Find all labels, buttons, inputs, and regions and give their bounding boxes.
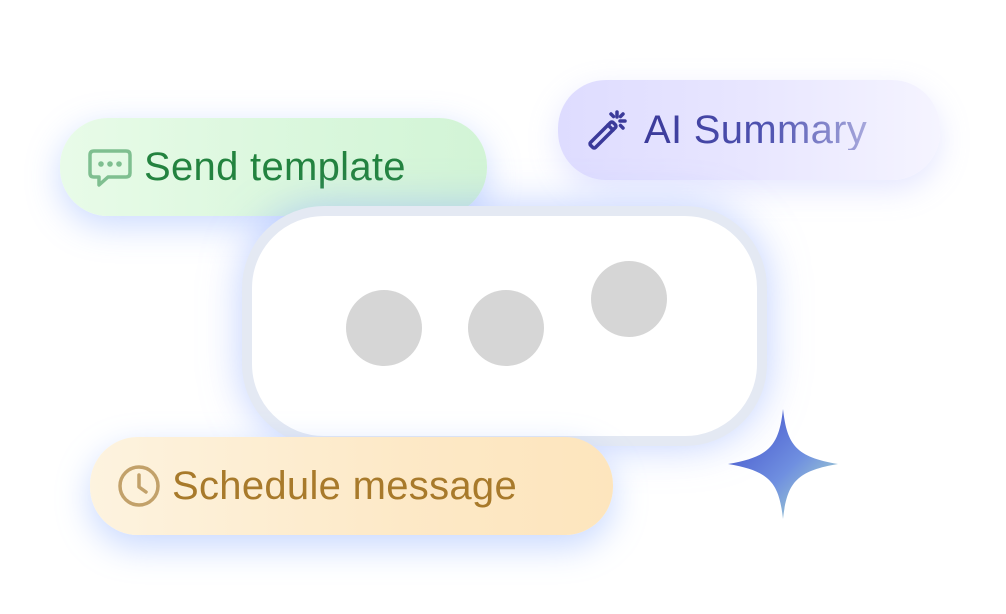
clock-icon [116,463,162,509]
typing-dot [468,290,544,366]
magic-wand-icon [584,106,632,154]
typing-dot [591,261,667,337]
ai-summary-label: AI Summary [644,108,868,152]
schedule-message-chip[interactable]: Schedule message [90,437,613,535]
typing-dot [346,290,422,366]
sparkle-icon [724,405,842,523]
typing-indicator-bubble [242,206,767,446]
send-template-label: Send template [144,145,406,189]
chat-bubble-icon [86,143,134,191]
send-template-chip[interactable]: Send template [60,118,487,216]
schedule-message-label: Schedule message [172,464,518,508]
ai-summary-chip[interactable]: AI Summary [558,80,940,180]
